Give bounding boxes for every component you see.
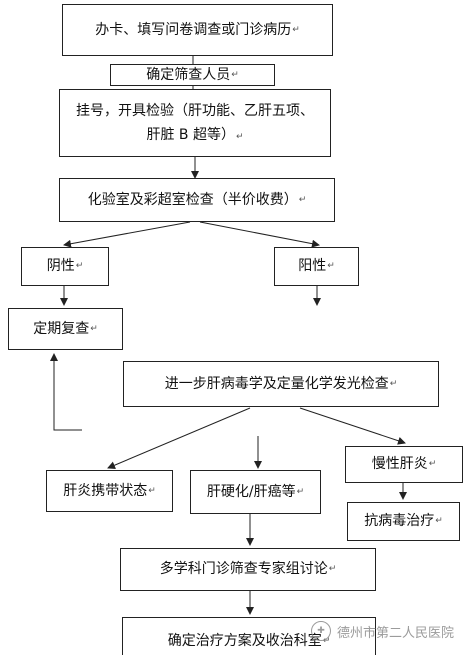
node-register: 挂号，开具检验（肝功能、乙肝五项、 肝脏 B 超等）↵	[59, 89, 331, 157]
node-confirm-label: 确定筛查人员	[146, 66, 231, 83]
node-mdt-label: 多学科门诊筛查专家组讨论	[159, 561, 328, 578]
node-negative-label: 阴性	[46, 258, 75, 275]
node-register-line-1: 挂号，开具检验（肝功能、乙肝五项、	[76, 102, 314, 119]
watermark-text: 德州市第二人民医院	[336, 625, 454, 641]
hospital-logo-icon: ✚	[310, 621, 331, 641]
paragraph-mark: ↵	[328, 564, 337, 575]
node-plan: 确定治疗方案及收治科室↵	[122, 617, 376, 655]
arrow-further-to-chronic	[299, 407, 406, 445]
node-further-label: 进一步肝病毒学及定量化学发光检查	[164, 375, 389, 392]
node-card-label: 办卡、填写问卷调查或门诊病历	[95, 21, 292, 38]
paragraph-mark: ↵	[235, 132, 244, 142]
watermark: ✚ 德州市第二人民医院	[310, 621, 454, 641]
arrow-lab-to-positive	[199, 221, 320, 248]
paragraph-mark: ↵	[389, 378, 398, 389]
paragraph-mark: ↵	[292, 24, 300, 35]
node-antiviral: 抗病毒治疗↵	[347, 502, 460, 541]
paragraph-mark: ↵	[298, 194, 307, 205]
node-card: 办卡、填写问卷调查或门诊病历↵	[62, 4, 333, 56]
node-chronic-label: 慢性肝炎	[371, 456, 428, 473]
paragraph-mark: ↵	[435, 516, 443, 527]
node-cirrhosis-label: 肝硬化/肝癌等	[206, 483, 296, 500]
node-lab-label: 化验室及彩超室检查（半价收费）	[87, 191, 298, 208]
paragraph-mark: ↵	[296, 486, 305, 497]
paragraph-mark: ↵	[322, 635, 331, 646]
node-recheck-label: 定期复查	[33, 320, 90, 337]
node-negative: 阴性↵	[21, 247, 109, 286]
node-lab: 化验室及彩超室检查（半价收费）↵	[59, 178, 335, 222]
node-mdt: 多学科门诊筛查专家组讨论↵	[120, 548, 376, 591]
paragraph-mark: ↵	[428, 459, 437, 470]
node-positive: 阳性↵	[274, 247, 359, 286]
arrow-lab-to-negative	[63, 221, 191, 248]
paragraph-mark: ↵	[231, 69, 239, 80]
paragraph-mark: ↵	[90, 323, 98, 334]
node-further: 进一步肝病毒学及定量化学发光检查↵	[123, 361, 439, 407]
arrow-loop-back-to-recheck	[50, 353, 82, 431]
node-plan-label: 确定治疗方案及收治科室	[167, 632, 322, 649]
arrow-further-to-carrier	[107, 407, 251, 469]
node-positive-label: 阳性	[298, 258, 327, 275]
paragraph-mark: ↵	[75, 261, 84, 272]
node-chronic: 慢性肝炎↵	[345, 446, 463, 483]
paragraph-mark: ↵	[148, 485, 156, 496]
node-carrier-label: 肝炎携带状态	[63, 482, 148, 499]
node-recheck: 定期复查↵	[8, 308, 123, 350]
node-cirrhosis: 肝硬化/肝癌等↵	[190, 470, 321, 514]
node-confirm: 确定筛查人员↵	[110, 64, 275, 86]
node-register-line-2: 肝脏 B 超等）↵	[146, 127, 244, 143]
paragraph-mark: ↵	[327, 261, 335, 272]
node-carrier: 肝炎携带状态↵	[46, 470, 173, 512]
node-antiviral-label: 抗病毒治疗	[364, 513, 435, 530]
